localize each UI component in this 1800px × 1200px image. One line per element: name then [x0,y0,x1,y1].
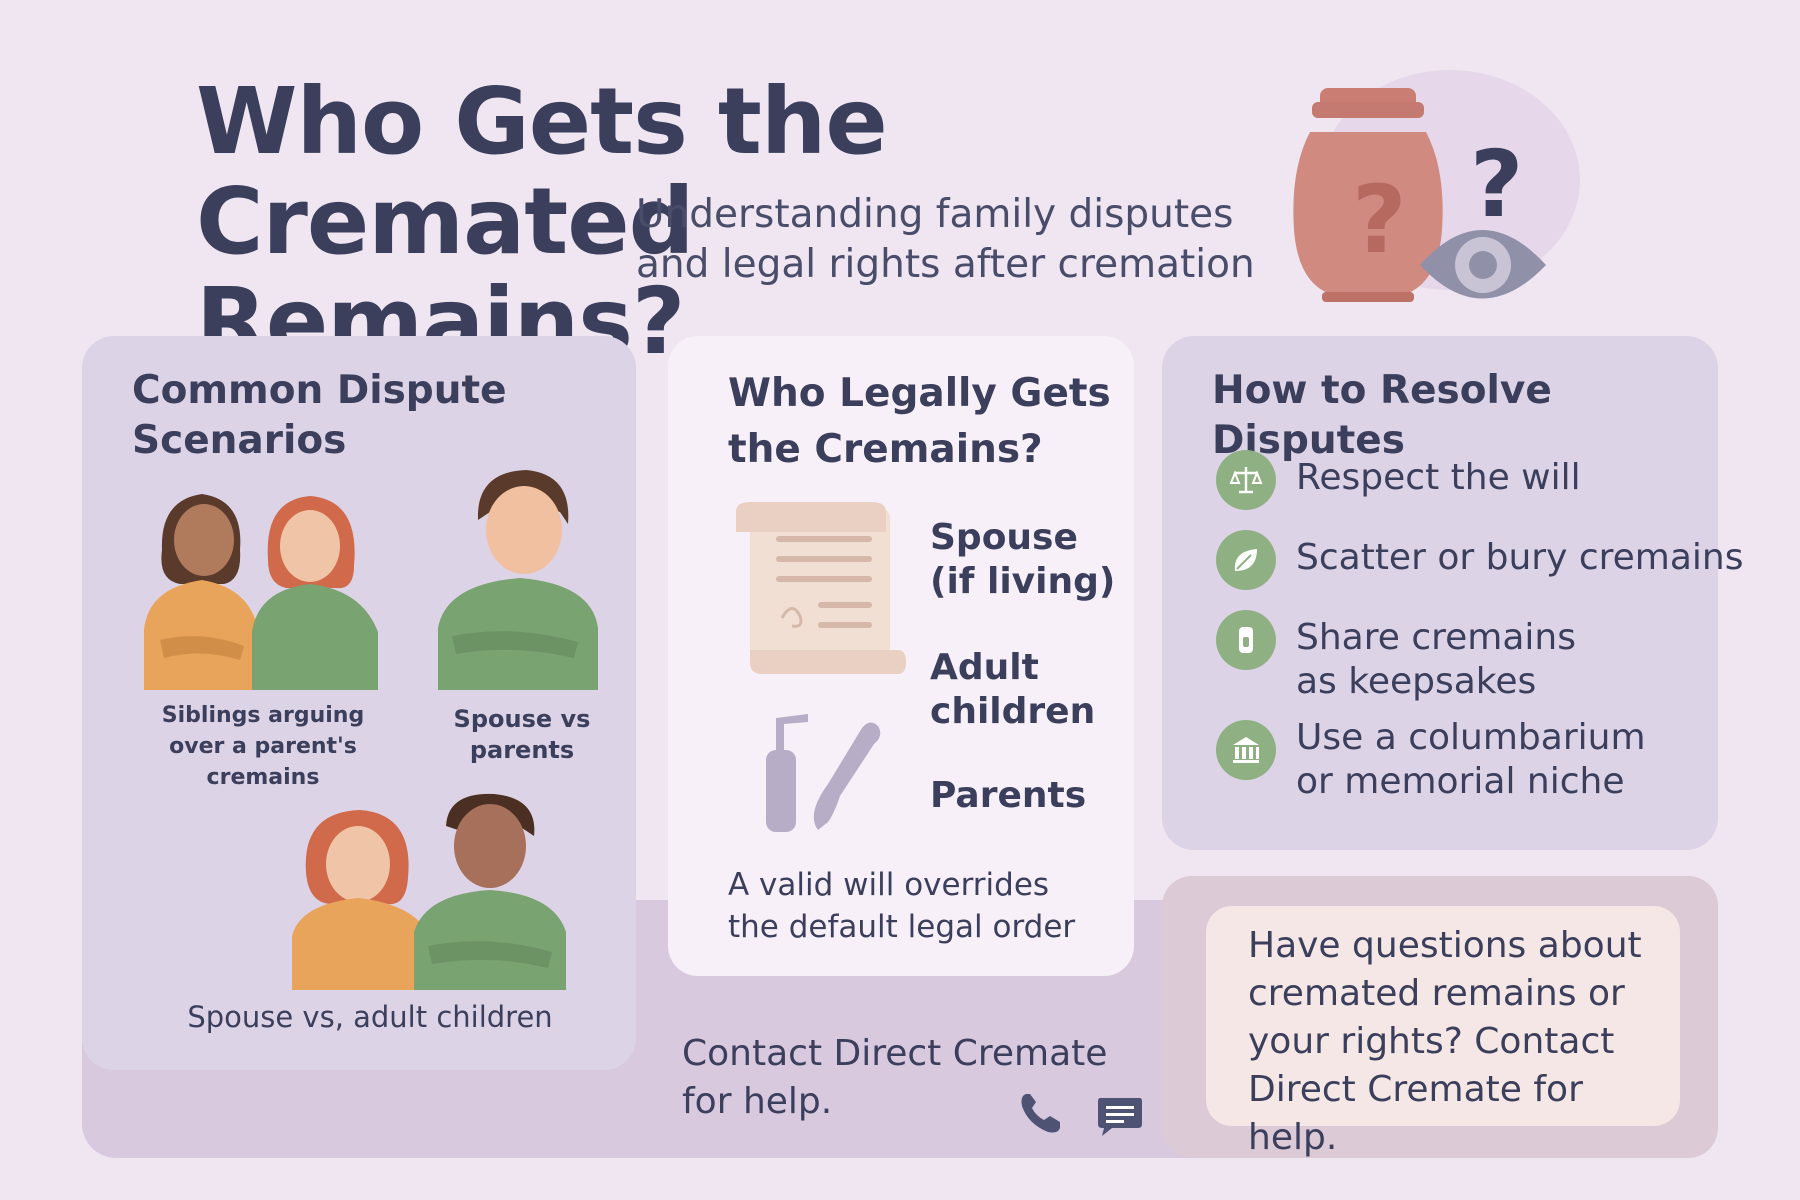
legal-title-line-1: Who Legally Gets [728,371,1111,416]
will-scroll-icon [722,500,912,684]
couple-illustration [290,786,570,994]
columbarium-icon [1216,720,1276,780]
legal-order-adult-children: Adult children [930,646,1095,734]
scenario-caption-line: cremains [206,765,320,790]
cta-line-2: cremated remains or [1248,973,1625,1014]
legal-note-line-1: A valid will overrides [728,867,1050,903]
spouse-illustration [432,460,602,694]
resolve-tip-columbarium: Use a columbarium or memorial niche [1216,717,1646,804]
legal-note: A valid will overrides the default legal… [728,864,1108,948]
cta-line-1: Have questions about [1248,925,1642,966]
keepsake-icon [1216,610,1276,670]
cta-line-4: Direct Cremate for help. [1248,1069,1583,1158]
page-subtitle: Understanding family disputes and legal … [636,190,1256,290]
resolve-tip-line: Respect the will [1296,457,1581,498]
legal-order-line: children [930,691,1096,732]
scenario-caption-siblings: Siblings arguing over a parent's cremain… [148,700,378,793]
resolve-tip-text: Share cremains as keepsakes [1296,616,1576,704]
resolve-tip-line: Use a columbarium [1296,717,1646,758]
scenarios-title-line-1: Common Dispute [132,368,507,413]
scenario-caption-line: Siblings arguing [161,703,365,728]
resolve-tip-scatter: Scatter or bury cremains [1216,530,1743,590]
contact-line-2: for help. [682,1081,833,1122]
scenario-caption-line: Spouse vs [453,705,591,733]
resolve-tip-line: Scatter or bury cremains [1296,537,1744,578]
phone-icon[interactable] [1016,1088,1066,1142]
legal-tools-icon [758,710,898,840]
scales-icon [1216,450,1276,510]
title-line-1: Who Gets the Cremated [196,68,888,275]
siblings-illustration [140,480,390,694]
subtitle-line-1: Understanding family disputes [636,192,1234,237]
cta-line-3: your rights? Contact [1248,1021,1615,1062]
scenario-caption-spouse-children: Spouse vs, adult children [187,1000,553,1034]
svg-text:?: ? [1470,131,1523,238]
page-title: Who Gets the Cremated Remains? [196,72,1276,372]
scenarios-title-line-2: Scenarios [132,418,347,463]
contact-text: Contact Direct Cremate for help. [682,1030,1142,1126]
scenario-caption-spouse-parents: Spouse vs parents [442,704,602,766]
cta-text: Have questions about cremated remains or… [1248,922,1668,1162]
subtitle-line-2: and legal rights after cremation [636,242,1255,287]
legal-order-line: Spouse [930,517,1078,558]
legal-order-spouse: Spouse (if living) [930,516,1115,604]
resolve-tip-text: Scatter or bury cremains [1296,536,1743,580]
resolve-tip-text: Respect the will [1296,456,1581,500]
resolve-tip-respect-will: Respect the will [1216,450,1581,510]
resolve-tip-line: Share cremains [1296,617,1576,658]
contact-line-1: Contact Direct Cremate [682,1033,1108,1074]
scenario-caption-line: over a parent's [169,734,357,759]
message-icon[interactable] [1096,1094,1144,1142]
resolve-tip-line: or memorial niche [1296,761,1625,802]
urn-illustration: ? ? [1250,60,1580,320]
legal-title: Who Legally Gets the Cremains? [728,366,1128,478]
legal-title-line-2: the Cremains? [728,427,1043,472]
svg-text:?: ? [1352,166,1407,275]
legal-order-line: (if living) [930,561,1116,602]
legal-order-line: Adult [930,647,1039,688]
scenario-caption-line: parents [469,736,575,764]
cta-panel [1206,906,1680,1126]
resolve-tip-line: as keepsakes [1296,661,1537,702]
legal-order-parents: Parents [930,775,1087,816]
resolve-tip-text: Use a columbarium or memorial niche [1296,716,1646,804]
scenarios-title: Common Dispute Scenarios [132,366,592,466]
legal-note-line-2: the default legal order [728,909,1076,945]
resolve-tip-keepsakes: Share cremains as keepsakes [1216,610,1576,704]
leaf-icon [1216,530,1276,590]
resolve-title: How to Resolve Disputes [1212,368,1552,463]
